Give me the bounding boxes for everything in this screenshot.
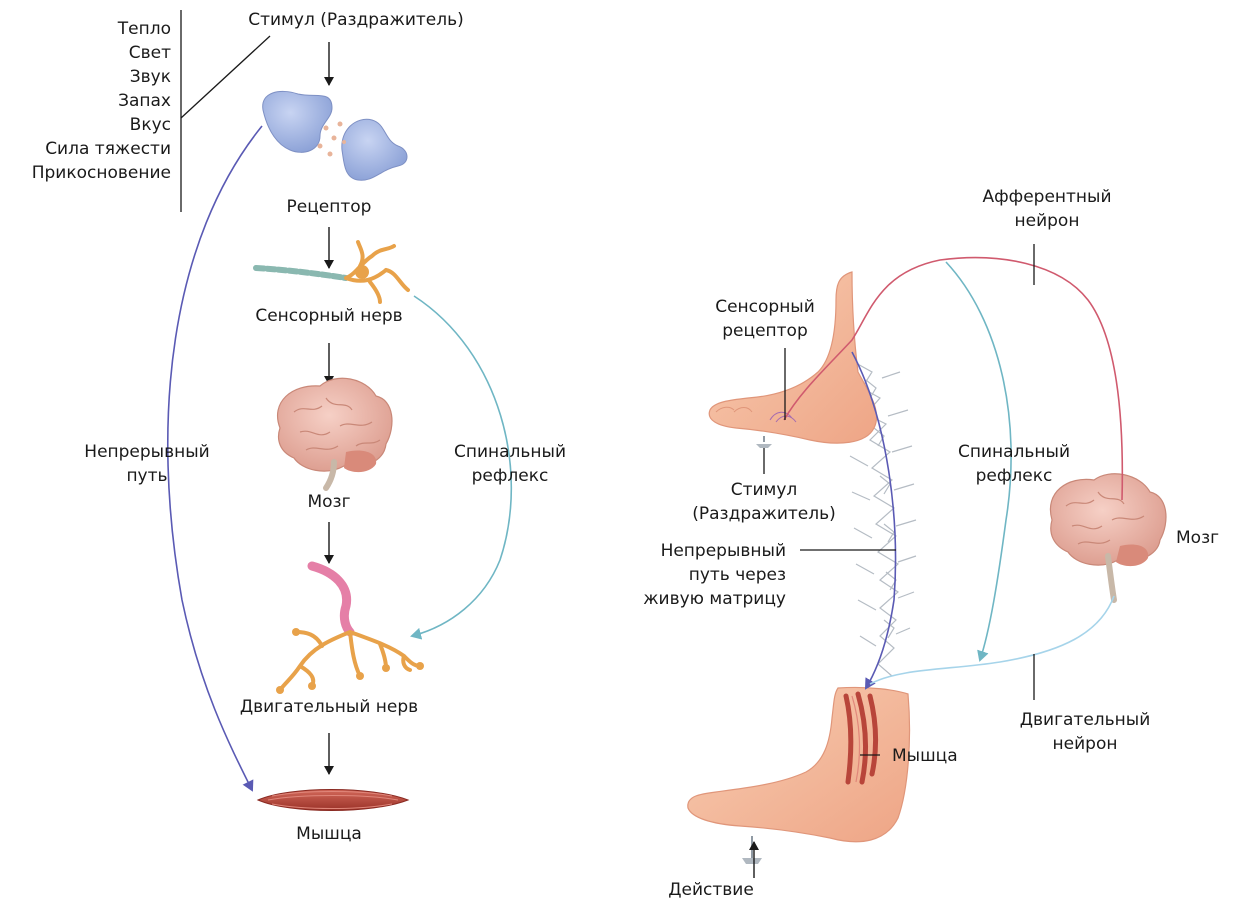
afferent-neuron-label: Афферентный нейрон — [982, 185, 1111, 233]
sensory-nerve-illustration — [256, 242, 408, 302]
spinal-reflex-label-left: Спинальный рефлекс — [454, 440, 566, 488]
stimulus-type-gravity: Сила тяжести — [0, 137, 171, 161]
brain-illustration-right — [1050, 474, 1166, 600]
action-label: Действие — [668, 878, 754, 902]
muscle-illustration-left — [258, 790, 408, 811]
sensory-receptor-label: Сенсорный рецептор — [715, 295, 815, 343]
stimulus-label-left: Стимул (Раздражитель) — [248, 8, 464, 32]
motor-nerve-illustration — [276, 566, 424, 694]
muscle-label-left: Мышца — [296, 822, 362, 846]
stimulus-label-right: Стимул (Раздражитель) — [692, 478, 836, 526]
spinal-reflex-label-right: Спинальный рефлекс — [958, 440, 1070, 488]
receptor-label: Рецептор — [287, 195, 372, 219]
stimulus-type-touch: Прикосновение — [0, 161, 171, 185]
stimulus-type-sound: Звук — [0, 65, 171, 89]
muscle-label-right: Мышца — [892, 744, 958, 768]
stimulus-type-taste: Вкус — [0, 113, 171, 137]
motor-neuron-label: Двигательный нейрон — [1020, 708, 1151, 756]
receptor-illustration — [263, 91, 407, 180]
stimulus-type-heat: Тепло — [0, 17, 171, 41]
foot-illustration-lower — [688, 687, 910, 864]
brain-label-right: Мозг — [1176, 526, 1219, 550]
stimulus-type-smell: Запах — [0, 89, 171, 113]
continuous-path-matrix-label: Непрерывный путь через живую матрицу — [560, 539, 786, 611]
continuous-path-label-left: Непрерывный путь — [84, 440, 209, 488]
motor-nerve-label: Двигательный нерв — [240, 695, 418, 719]
stimulus-bracket-connector — [181, 36, 270, 118]
brain-illustration-left — [278, 378, 392, 488]
sensory-nerve-label: Сенсорный нерв — [255, 304, 402, 328]
stimulus-type-light: Свет — [0, 41, 171, 65]
brain-label-left: Мозг — [307, 490, 350, 514]
